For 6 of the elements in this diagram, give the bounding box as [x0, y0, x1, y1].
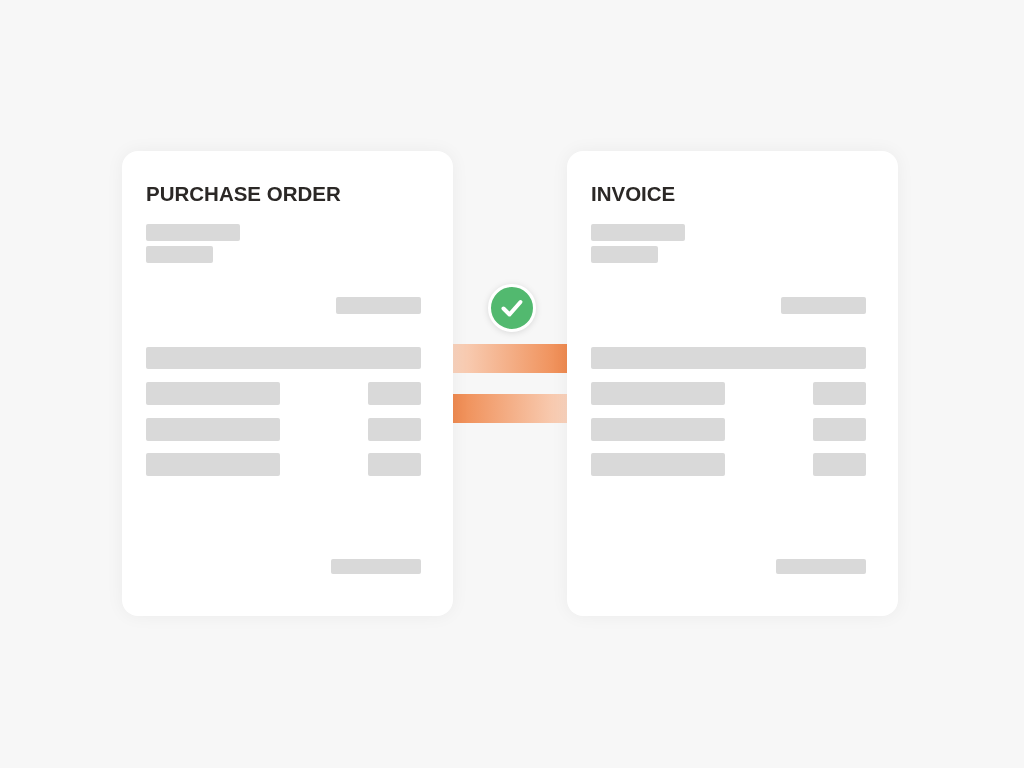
document-card — [567, 151, 898, 616]
connector-bar — [453, 344, 567, 373]
document-title: INVOICE — [591, 182, 676, 206]
document-title: PURCHASE ORDER — [146, 182, 341, 206]
document-card — [122, 151, 453, 616]
connector-bar — [453, 394, 567, 423]
